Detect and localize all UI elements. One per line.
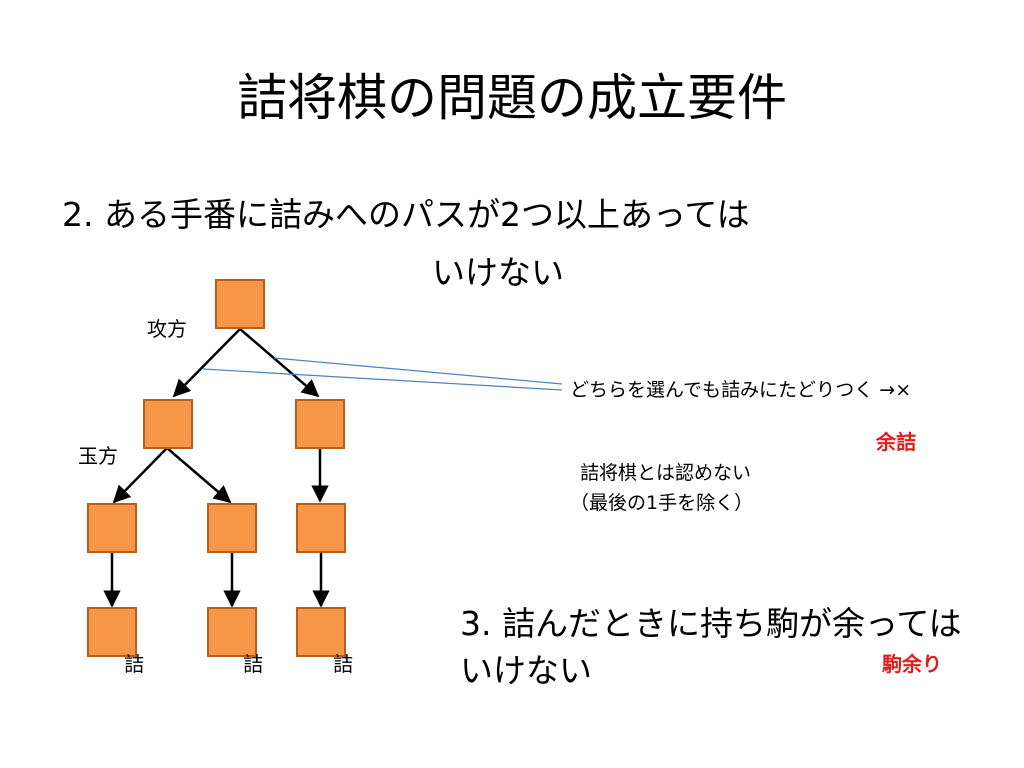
tree-edge — [172, 328, 241, 398]
tree-node — [207, 503, 257, 553]
tree-edge — [239, 328, 320, 398]
tree-node-leaf — [207, 607, 257, 657]
exception-note: （最後の1手を除く） — [570, 492, 754, 514]
defender-label: 玉方 — [78, 444, 118, 468]
attacker-label: 攻方 — [147, 317, 187, 341]
tree-node-root — [215, 279, 265, 329]
tree-node — [295, 399, 345, 449]
mate-label: 詰 — [333, 652, 353, 676]
tree-node-leaf — [87, 607, 137, 657]
requirement-2-line2: いけない — [432, 253, 564, 292]
requirement-3-line2: いけない — [460, 651, 592, 690]
yozume-label: 余詰 — [876, 430, 916, 454]
requirement-3-line1: 3. 詰んだときに持ち駒が余っては — [460, 604, 962, 643]
slide-title: 詰将棋の問題の成立要件 — [237, 69, 787, 127]
tree-edge — [166, 447, 232, 504]
mate-label: 詰 — [243, 652, 263, 676]
requirement-2-line1: 2. ある手番に詰みへのパスが2つ以上あっては — [62, 195, 750, 234]
tree-edge — [112, 447, 168, 504]
not-accepted-note: 詰将棋とは認めない — [580, 462, 752, 484]
tree-node-leaf — [296, 607, 346, 657]
mate-label: 詰 — [124, 652, 144, 676]
pointer-line — [273, 357, 563, 385]
pointer-line — [202, 368, 563, 391]
komaamari-label: 駒余り — [882, 652, 942, 676]
tree-node — [296, 503, 346, 553]
tree-node — [87, 503, 137, 553]
either-path-note: どちらを選んでも詰みにたどりつく →× — [570, 379, 912, 401]
tree-node — [143, 399, 193, 449]
